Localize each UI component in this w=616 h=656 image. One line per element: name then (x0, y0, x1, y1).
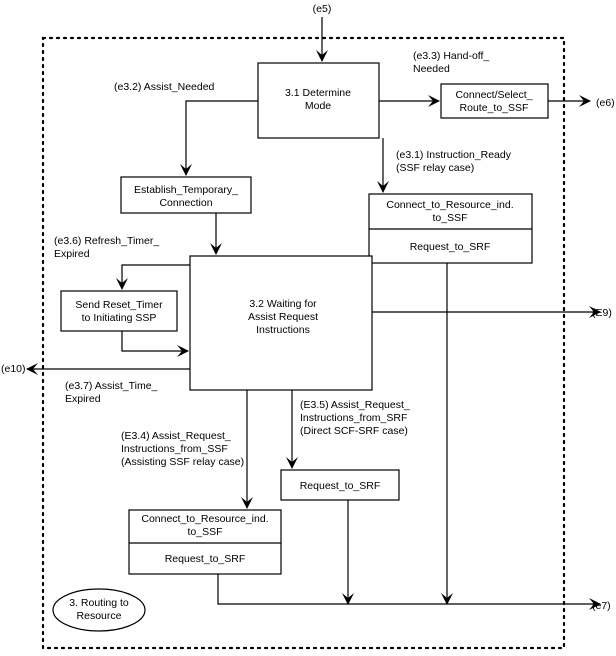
label-e5: (e5) (313, 3, 332, 15)
text-request-srf-top-line-1: Request_to_SRF (410, 241, 491, 253)
routing-boundary (41, 36, 566, 650)
arrow-e32 (180, 100, 258, 176)
text-request-srf-mid: Request_to_SRF (300, 480, 381, 492)
label-e37-line-1: (e3.7) Assist_Time_ (65, 380, 158, 392)
label-e32-line-1: (e3.2) Assist_Needed (114, 81, 215, 93)
label-e34-line-2: Instructions_from_SSF (121, 443, 228, 455)
text-connect-resource-top-line-1: Connect_to_Resource_ind. (386, 199, 513, 211)
label-e5-line-1: (e5) (313, 3, 332, 15)
label-e6-line-1: (e6) (596, 97, 615, 109)
text-establish-line-2: Connection (159, 197, 212, 209)
box-connect-resource-bottom (128, 509, 282, 575)
ellipse-routing (52, 588, 146, 632)
label-e10: (e10) (1, 363, 26, 375)
text-request-srf-bottom: Request_to_SRF (165, 553, 246, 565)
text-routing-line-2: Resource (77, 610, 122, 622)
label-e7: (e7) (592, 600, 611, 612)
text-connect-resource-bottom-line-2: to_SSF (187, 526, 222, 538)
label-e35: (E3.5) Assist_Request_Instructions_from_… (300, 399, 410, 437)
label-e7-line-1: (e7) (592, 600, 611, 612)
text-connect-select-line-2: Route_to_SSF (460, 102, 529, 114)
text-waiting-line-1: 3.2 Waiting for (249, 298, 317, 310)
label-e31-line-1: (e3.1) Instruction_Ready (396, 149, 512, 161)
label-e33-line-1: (e3.3) Hand-off_ (413, 50, 489, 62)
text-connect-resource-bottom: Connect_to_Resource_ind.to_SSF (141, 513, 268, 538)
label-e32: (e3.2) Assist_Needed (114, 81, 215, 93)
box-request-srf-mid (280, 469, 400, 501)
text-request-srf-mid-line-1: Request_to_SRF (300, 480, 381, 492)
label-e35-line-2: Instructions_from_SRF (300, 412, 407, 424)
text-send-reset-line-1: Send Reset_Timer (75, 299, 163, 311)
connectors (26, 17, 601, 610)
text-determine-mode-line-2: Mode (305, 100, 331, 112)
text-connect-resource-bottom-line-1: Connect_to_Resource_ind. (141, 513, 268, 525)
label-e9: (E9) (592, 307, 612, 319)
box-send-reset (60, 290, 178, 332)
label-e34-line-1: (E3.4) Assist_Request_ (121, 430, 231, 442)
arrow-e7 (217, 574, 601, 610)
text-send-reset-line-2: to Initiating SSP (82, 312, 157, 324)
text-routing-line-1: 3. Routing to (69, 597, 129, 609)
label-e35-line-1: (E3.5) Assist_Request_ (300, 399, 410, 411)
text-connect-resource-top: Connect_to_Resource_ind.to_SSF (386, 199, 513, 224)
label-e36-line-1: (e3.6) Refresh_Timer_ (54, 235, 159, 247)
label-e33-line-2: Needed (413, 63, 450, 75)
text-establish: Establish_Temporary_Connection (134, 184, 238, 209)
text-request-srf-top: Request_to_SRF (410, 241, 491, 253)
arrow-send-reset-return (121, 331, 189, 357)
label-e31: (e3.1) Instruction_Ready(SSF relay case) (396, 149, 512, 174)
text-waiting-line-2: Assist Request (248, 311, 318, 323)
text-waiting-line-3: Instructions (256, 324, 310, 336)
text-establish-line-1: Establish_Temporary_ (134, 184, 238, 196)
text-request-srf-bottom-line-1: Request_to_SRF (165, 553, 246, 565)
text-connect-resource-top-line-2: to_SSF (432, 212, 467, 224)
arrow-e36 (116, 264, 190, 290)
box-connect-select (440, 83, 549, 119)
text-determine-mode-line-1: 3.1 Determine (285, 87, 351, 99)
label-e34-line-3: (Assisting SSF relay case) (121, 456, 244, 468)
label-e9-line-1: (E9) (592, 307, 612, 319)
box-establish (120, 176, 252, 214)
label-e6: (e6) (596, 97, 615, 109)
text-connect-select: Connect/Select_Route_to_SSF (455, 89, 532, 114)
label-e10-line-1: (e10) (1, 363, 26, 375)
label-e31-line-2: (SSF relay case) (396, 162, 474, 174)
label-e36-line-2: Expired (54, 248, 90, 260)
label-e37: (e3.7) Assist_Time_Expired (65, 380, 158, 405)
text-connect-select-line-1: Connect/Select_ (455, 89, 532, 101)
label-e34: (E3.4) Assist_Request_Instructions_from_… (121, 430, 244, 468)
box-determine-mode (257, 62, 380, 139)
label-e35-line-3: (Direct SCF-SRF case) (300, 425, 408, 437)
label-e36: (e3.6) Refresh_Timer_Expired (54, 235, 159, 260)
box-waiting (189, 255, 373, 391)
label-e33: (e3.3) Hand-off_Needed (413, 50, 489, 75)
label-e37-line-2: Expired (65, 393, 101, 405)
